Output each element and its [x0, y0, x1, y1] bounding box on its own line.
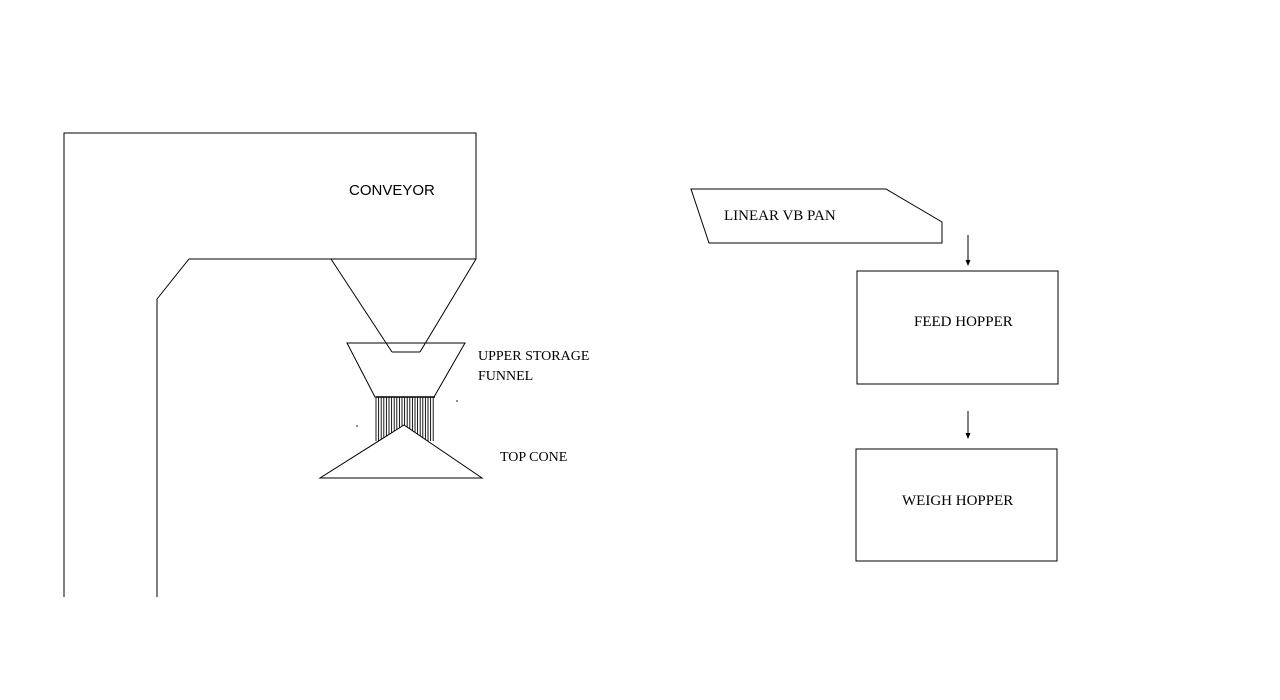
upper-storage-funnel: UPPER STORAGE FUNNEL — [346, 342, 589, 398]
upper-storage-label-line2: FUNNEL — [478, 369, 533, 384]
feed-hopper: FEED HOPPER — [856, 270, 1059, 385]
linear-vb-pan: LINEAR VB PAN — [690, 188, 943, 244]
feed-hopper-box — [856, 270, 1059, 385]
arrow-feed-to-weigh — [965, 411, 971, 439]
speck — [456, 400, 458, 402]
conveyor: CONVEYOR — [63, 132, 477, 597]
feed-hopper-label: FEED HOPPER — [914, 314, 1013, 330]
upper-storage-label-line1: UPPER STORAGE — [478, 349, 589, 364]
top-cone: TOP CONE — [318, 424, 567, 479]
arrow-pan-to-feed — [965, 235, 971, 266]
linear-vb-pan-label: LINEAR VB PAN — [724, 208, 836, 224]
linear-vb-pan-shape — [690, 188, 943, 244]
weigh-hopper: WEIGH HOPPER — [855, 448, 1058, 562]
top-cone-label: TOP CONE — [500, 450, 567, 465]
weigh-hopper-box — [855, 448, 1058, 562]
conveyor-label: CONVEYOR — [349, 182, 435, 199]
speck — [356, 425, 358, 427]
upper-storage-funnel-shape — [346, 342, 466, 398]
top-cone-shape — [318, 424, 484, 479]
weigh-hopper-label: WEIGH HOPPER — [902, 493, 1013, 509]
conveyor-chute — [330, 258, 477, 353]
conveyor-outline — [63, 132, 477, 597]
